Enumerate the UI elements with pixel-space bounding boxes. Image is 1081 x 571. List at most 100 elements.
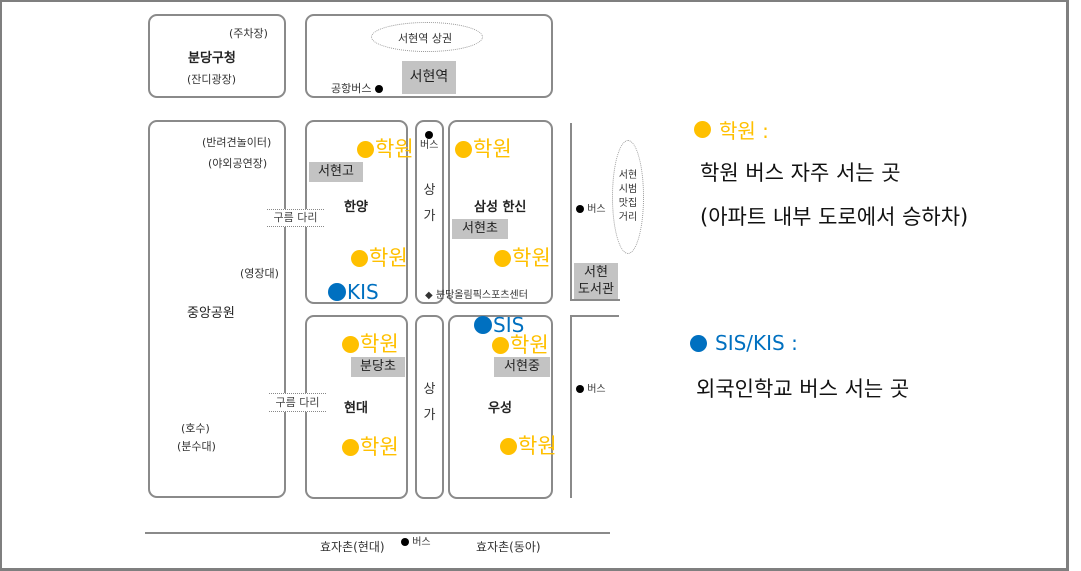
shops-char: 가 xyxy=(423,408,436,423)
bundang-office-title: 분당구청 xyxy=(188,51,236,66)
station-commercial-area-label: 서현역 상권 xyxy=(398,32,453,45)
bus-label: 버스 xyxy=(587,204,606,215)
bus-stop-dot-icon xyxy=(374,85,383,93)
sis-marker: SIS xyxy=(474,315,524,335)
station-commercial-area-oval: 서현역 상권 xyxy=(371,22,483,52)
library-line: 서현 xyxy=(584,265,608,280)
legend-academy-line-2: (아파트 내부 도로에서 승하차) xyxy=(700,205,969,229)
right-bus-stop-lower: 버스 xyxy=(576,380,606,395)
diamond-marker-icon: ◆ xyxy=(425,290,433,301)
park-note-outdoor-stage: (야외공연장) xyxy=(208,157,268,170)
cloud-bridge-upper: 구름 다리 xyxy=(267,209,324,227)
shops-bus-label: 버스 xyxy=(420,140,439,151)
legend-academy-heading: 학원 : xyxy=(694,115,769,144)
food-street-line: 맛집 xyxy=(618,198,638,209)
seohyeon-station-block: 서현역 상권 서현역 공항버스 xyxy=(305,14,553,98)
hyojachon-hyundai-stop: 효자촌(현대) xyxy=(320,540,385,554)
shops-char: 가 xyxy=(423,209,436,224)
legend-academy-line-1: 학원 버스 자주 서는 곳 xyxy=(700,161,901,185)
food-street-line: 시범 xyxy=(618,184,638,195)
hyundai-title: 현대 xyxy=(344,401,368,416)
central-park-block: (반려견놀이터) (야외공연장) (영장대) 중앙공원 (호수) (분수대) xyxy=(148,120,286,498)
kis-marker: KIS xyxy=(328,282,379,302)
academy-marker-label: 학원 xyxy=(473,137,512,161)
academy-dot-icon xyxy=(342,439,359,456)
academy-marker: 학원 xyxy=(455,139,512,160)
legend-school-label: SIS/KIS : xyxy=(715,331,798,355)
academy-dot-icon xyxy=(351,250,368,267)
academy-dot-icon xyxy=(455,141,472,158)
academy-dot-icon xyxy=(494,250,511,267)
kis-label: KIS xyxy=(347,280,379,304)
legend-school-line-1: 외국인학교 버스 서는 곳 xyxy=(696,377,910,401)
sports-center-name: 분당올림픽스포츠센터 xyxy=(435,290,528,301)
academy-marker-label: 학원 xyxy=(510,333,549,357)
academy-marker: 학원 xyxy=(342,437,399,458)
food-street-oval: 서현 시범 맛집 거리 xyxy=(612,140,644,254)
right-road-line-upper-bottom xyxy=(570,299,620,301)
academy-marker-label: 학원 xyxy=(360,332,399,356)
legend-academy-label: 학원 : xyxy=(719,119,769,143)
right-road-line-lower xyxy=(570,315,572,498)
bus-label: 버스 xyxy=(587,384,606,395)
library-line: 도서관 xyxy=(578,282,614,297)
bus-stop-dot-icon xyxy=(401,538,409,546)
academy-marker: 학원 xyxy=(342,334,399,355)
bundang-office-block: (주차장) 분당구청 (잔디광장) xyxy=(148,14,286,98)
seohyeon-station-label: 서현역 xyxy=(402,61,456,94)
right-road-line-lower-top xyxy=(570,315,619,317)
academy-dot-icon xyxy=(357,141,374,158)
school-dot-icon xyxy=(328,283,346,301)
lawn-plaza-note: (잔디광장) xyxy=(187,73,237,86)
academy-dot-icon xyxy=(500,438,517,455)
academy-marker: 학원 xyxy=(500,436,557,457)
park-note-fountain: (분수대) xyxy=(177,440,216,453)
right-road-line-upper xyxy=(570,123,572,301)
seohyeon-library-label: 서현 도서관 xyxy=(574,263,618,299)
bottom-road-line xyxy=(145,532,610,534)
school-dot-icon xyxy=(474,316,492,334)
wooseong-title: 우성 xyxy=(488,401,512,416)
academy-marker: 학원 xyxy=(357,139,414,160)
airport-bus-label: 공항버스 xyxy=(331,82,372,95)
seohyeon-elementary-label: 서현초 xyxy=(452,219,508,239)
seohyeon-high-school-label: 서현고 xyxy=(309,162,363,182)
legend-school-heading: SIS/KIS : xyxy=(690,331,798,355)
academy-marker-label: 학원 xyxy=(369,246,408,270)
olympic-sports-center-label: ◆ 분당올림픽스포츠센터 xyxy=(425,286,528,301)
park-note-lake: (호수) xyxy=(181,422,210,435)
bus-label: 버스 xyxy=(412,537,431,548)
right-bus-stop-upper: 버스 xyxy=(576,200,606,215)
bus-stop-dot-icon xyxy=(425,124,433,143)
shops-block-top: 버스 상 가 xyxy=(415,120,444,304)
central-park-title: 중앙공원 xyxy=(187,306,235,321)
shops-label-top: 상 가 xyxy=(417,178,442,230)
shops-char: 상 xyxy=(423,382,436,397)
hanyang-title: 한양 xyxy=(344,200,368,215)
academy-marker-label: 학원 xyxy=(512,246,551,270)
samsung-hanshin-title: 삼성 한신 xyxy=(474,200,527,215)
hyojachon-donga-stop: 효자촌(동아) xyxy=(476,540,541,554)
cloud-bridge-lower: 구름 다리 xyxy=(269,393,326,412)
academy-marker: 학원 xyxy=(494,248,551,269)
academy-marker-label: 학원 xyxy=(375,137,414,161)
food-street-label: 서현 시범 맛집 거리 xyxy=(613,169,643,225)
academy-marker: 학원 xyxy=(492,335,549,356)
bundang-elementary-label: 분당초 xyxy=(351,357,405,377)
academy-dot-icon xyxy=(694,121,711,138)
park-note-yeongjangdae: (영장대) xyxy=(240,267,279,280)
shops-label-bottom: 상 가 xyxy=(417,377,442,429)
school-dot-icon xyxy=(690,334,707,352)
food-street-line: 거리 xyxy=(618,212,638,223)
food-street-line: 서현 xyxy=(618,170,638,181)
academy-marker-label: 학원 xyxy=(518,434,557,458)
parking-note: (주차장) xyxy=(229,27,268,40)
park-note-dog-playground: (반려견놀이터) xyxy=(202,136,272,149)
academy-dot-icon xyxy=(342,336,359,353)
bus-stop-dot-icon xyxy=(576,205,584,213)
airport-bus-stop: 공항버스 xyxy=(331,80,383,96)
shops-block-bottom: 상 가 xyxy=(415,315,444,499)
seohyeon-middle-school-label: 서현중 xyxy=(494,357,550,377)
academy-marker: 학원 xyxy=(351,248,408,269)
bus-stop-dot-icon xyxy=(576,385,584,393)
